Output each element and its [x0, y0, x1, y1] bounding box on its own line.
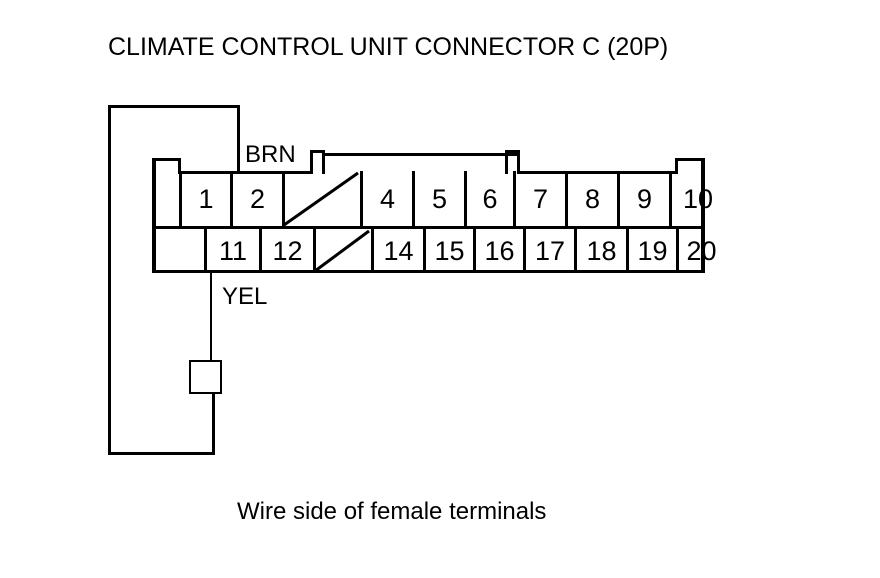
shell-bottom-edge	[152, 270, 705, 273]
latch-right-post-outer	[517, 150, 520, 174]
pin-cell-11[interactable]: 11	[204, 229, 259, 273]
pin-cell-20[interactable]: 20	[676, 229, 724, 273]
pin-cell-top-margin	[156, 171, 179, 227]
pin-row-top: 1 2 4 5 6 7 8 9 10	[152, 171, 713, 227]
pin-cell-14[interactable]: 14	[371, 229, 423, 273]
latch-top-left-cap	[310, 150, 325, 153]
pin-cell-9[interactable]: 9	[617, 171, 669, 227]
latch-top-right-cap	[505, 150, 520, 153]
latch-bar	[322, 153, 518, 156]
blank-cell-slash-bottom	[314, 229, 370, 273]
harness-outline-right-upper	[237, 105, 240, 173]
page-title: CLIMATE CONTROL UNIT CONNECTOR C (20P)	[108, 33, 669, 61]
shell-right-wall	[701, 158, 705, 273]
pin-cell-8[interactable]: 8	[565, 171, 617, 227]
pin-cell-1[interactable]: 1	[179, 171, 230, 227]
blank-cell-slash-top	[283, 171, 359, 227]
pin-cell-18[interactable]: 18	[574, 229, 626, 273]
wire-yel-lead	[210, 273, 212, 361]
pin-cell-13-blank[interactable]	[313, 229, 371, 273]
pin-cell-5[interactable]: 5	[412, 171, 464, 227]
shell-right-notch-riser	[675, 158, 678, 174]
shell-right-notch-top	[675, 158, 705, 161]
pin-cell-19[interactable]: 19	[626, 229, 676, 273]
pin-cell-17[interactable]: 17	[523, 229, 574, 273]
pin-cell-12[interactable]: 12	[259, 229, 313, 273]
latch-left-post-outer	[310, 150, 313, 174]
pin-cell-16[interactable]: 16	[473, 229, 523, 273]
pin-cell-2[interactable]: 2	[230, 171, 282, 227]
shell-top-right-segment	[517, 171, 678, 174]
shell-row-divider	[152, 226, 705, 229]
harness-outline-right-lower	[212, 392, 215, 455]
pin-cell-6[interactable]: 6	[464, 171, 513, 227]
shell-left-notch-riser	[178, 158, 181, 174]
connector-shell: 1 2 4 5 6 7 8 9 10 11 12 14 15 16 17 18	[152, 150, 717, 273]
figure-caption: Wire side of female terminals	[237, 498, 547, 525]
wire-label-brn: BRN	[245, 141, 296, 168]
pin-cell-7[interactable]: 7	[513, 171, 565, 227]
pin-cell-10[interactable]: 10	[669, 171, 724, 227]
latch-left-post-inner	[322, 153, 325, 174]
pin-cell-bottom-margin	[156, 229, 204, 273]
harness-outline-top	[108, 105, 240, 108]
pin-cell-4[interactable]: 4	[360, 171, 412, 227]
latch-right-post-inner	[505, 153, 508, 174]
harness-outline-left	[108, 105, 111, 455]
shell-left-notch-top	[152, 158, 181, 161]
wire-label-yel: YEL	[222, 283, 268, 310]
terminal-box	[189, 360, 222, 394]
pin-cell-3-blank[interactable]	[282, 171, 360, 227]
shell-top-left-segment	[178, 171, 313, 174]
pin-row-bottom: 11 12 14 15 16 17 18 19 20	[152, 229, 717, 273]
pin-cell-15[interactable]: 15	[423, 229, 473, 273]
harness-outline-bottom	[108, 452, 215, 455]
shell-left-wall	[152, 158, 156, 273]
